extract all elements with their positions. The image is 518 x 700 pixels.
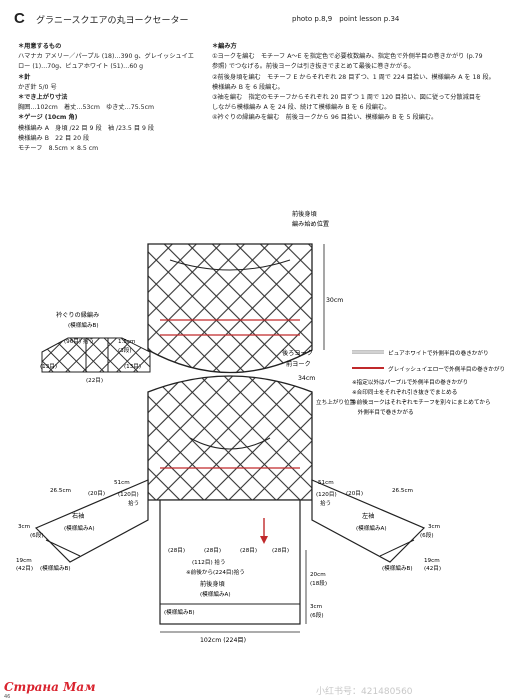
instruction-line: 参照) でつなげる。前後ヨークは引き抜きでまとめて最後に巻きかがる。 xyxy=(212,63,415,71)
collar-height: 1.5cm xyxy=(118,339,135,345)
gauge-line: 模様編み A 身頃 /22 目 9 段 袖 /23.5 目 9 段 xyxy=(18,124,155,132)
body-count-28: (28目) xyxy=(204,547,221,554)
left-sleeve-label: 左袖 xyxy=(362,512,374,520)
sleeve-start-label: 立ち上がり位置 xyxy=(316,398,356,406)
note-line: ※指定以外はパープルで外側半目の巻きかがり xyxy=(352,378,468,386)
body-pick-total: ※前後から(224目)拾う xyxy=(186,568,245,576)
needle-heading: ＊針 xyxy=(18,73,31,81)
left-sleeve-cuff: 3cm xyxy=(428,524,440,530)
left-sleeve-cuff-width: 19cm xyxy=(424,558,440,564)
watermark: 小红书号：421480560 xyxy=(316,687,413,697)
yoke-height-label: 30cm xyxy=(326,297,343,304)
back-yoke xyxy=(147,243,313,374)
dimension-lines xyxy=(160,244,325,633)
body-count-112: (112目) 拾う xyxy=(192,558,226,566)
right-sleeve-length: 26.5cm xyxy=(50,488,71,494)
yarn-line: ハマナカ アメリー／パープル (18)…390 g、グレイッシュイエ xyxy=(18,53,194,61)
left-sleeve xyxy=(311,479,426,563)
collar-rows: (3段) xyxy=(118,346,132,354)
instructions-block: ＊編み方 ①ヨークを編む モチーフ A～E を指定色で必要枚数編み、指定色で外側… xyxy=(212,42,495,124)
note-line: ※合印同士をそれぞれ引き抜きでまとめる xyxy=(352,388,457,396)
right-sleeve-pick: 拾う xyxy=(128,499,139,507)
left-sleeve-pattern-b: (模様編みB) xyxy=(382,564,413,572)
gauge-line: 模様編み B 22 目 20 段 xyxy=(18,134,90,142)
body-panel xyxy=(159,499,301,625)
start-label: 前後身頃 xyxy=(292,210,318,218)
left-sleeve-cuff-rows: (6段) xyxy=(420,531,434,539)
right-sleeve-cuff-rows: (6段) xyxy=(30,531,44,539)
collar-side-mid: (22目) xyxy=(86,377,103,384)
left-sleeve-pattern-a: (模様編みA) xyxy=(356,524,387,532)
collar-edging xyxy=(41,337,151,373)
collar-title: 衿ぐりの縁編み xyxy=(56,311,99,319)
body-pattern-b: (模様編みB) xyxy=(164,608,195,616)
front-yoke xyxy=(147,375,313,501)
right-sleeve-20: (20目) xyxy=(88,490,105,497)
right-sleeve xyxy=(34,479,149,563)
instruction-line: ④衿ぐりの縁編みを編む 前後ヨークから 96 目拾い、模様編み B を 5 段編… xyxy=(212,114,438,122)
instruction-line: ②前後身頃を編む モチーフ E からそれぞれ 28 目ずつ、1 周で 224 目… xyxy=(212,73,495,81)
construction-diagram: 前後身頃 編み始め位置 30cm 後ろヨーク 前ヨーク 34cm 立ち上がり位置… xyxy=(16,210,505,644)
right-sleeve-upper: 51cm xyxy=(114,480,130,486)
right-sleeve-upper-count: (120目) xyxy=(118,491,139,498)
right-sleeve-pattern-a: (模様編みA) xyxy=(64,524,95,532)
front-yoke-label: 前ヨーク xyxy=(286,360,311,368)
right-sleeve-cuff: 3cm xyxy=(18,524,30,530)
collar-side-left: (13目) xyxy=(40,363,57,370)
body-count-28: (28目) xyxy=(168,547,185,554)
body-height: 20cm xyxy=(310,572,326,578)
body-hem-rows: (6段) xyxy=(310,611,324,619)
body-count-28: (28目) xyxy=(272,547,289,554)
right-sleeve-label: 右袖 xyxy=(72,512,84,520)
instruction-line: ①ヨークを編む モチーフ A～E を指定色で必要枚数編み、指定色で外側半目の巻き… xyxy=(212,53,483,61)
gauge-line: モチーフ 8.5cm × 8.5 cm xyxy=(18,145,99,153)
left-sleeve-upper-count: (120目) xyxy=(316,491,337,498)
body-count-28: (28目) xyxy=(240,547,257,554)
yarn-line: ロー (1)…70g、ピュアホワイト (51)…60 g xyxy=(18,63,144,71)
left-sleeve-cuff-count: (42目) xyxy=(424,565,441,572)
right-sleeve-pattern-b: (模様編みB) xyxy=(40,564,71,572)
instruction-line: 模様編み B を 6 段編む。 xyxy=(212,83,284,91)
left-sleeve-length: 26.5cm xyxy=(392,488,413,494)
body-hem: 3cm xyxy=(310,604,322,610)
right-sleeve-cuff-width: 19cm xyxy=(16,558,32,564)
photo-reference: photo p.8,9 point lesson p.34 xyxy=(292,15,400,23)
site-logo: Страна Мам xyxy=(4,680,96,694)
legend-yellow: グレイッシュイエローで外側半目の巻きかがり xyxy=(388,365,505,373)
collar-side-right: (13目) xyxy=(124,363,141,370)
body-width: 102cm (224目) xyxy=(200,637,246,644)
body-pattern-a: (模様編みA) xyxy=(200,590,231,598)
back-yoke-label: 後ろヨーク xyxy=(282,349,313,357)
note-line: 外側半目で巻きかがる xyxy=(352,408,414,416)
instruction-line: ③袖を編む 指定のモチーフからそれぞれ 20 目ずつ 1 周で 120 目拾い、… xyxy=(212,94,482,102)
neck-depth-label: 34cm xyxy=(298,375,315,382)
size-heading: ＊でき上がり寸法 xyxy=(18,94,68,102)
right-sleeve-cuff-count: (42目) xyxy=(16,565,33,572)
needle-text: かぎ針 5/0 号 xyxy=(18,83,57,91)
materials-block: ＊用意するもの ハマナカ アメリー／パープル (18)…390 g、グレイッシュ… xyxy=(18,42,194,154)
collar-count: (96目) 拾う xyxy=(64,337,94,345)
page-letter: C xyxy=(14,10,25,27)
legend-swatches xyxy=(352,350,384,369)
start-label-2: 編み始め位置 xyxy=(292,220,329,228)
left-sleeve-pick: 拾う xyxy=(320,499,331,507)
left-sleeve-upper: 51cm xyxy=(318,480,334,486)
legend-white: ピュアホワイトで外側半目の巻きかがり xyxy=(388,349,489,357)
materials-heading: ＊用意するもの xyxy=(18,43,62,50)
collar-pattern: (模様編みB) xyxy=(68,321,99,329)
instruction-line: しながら模様編み A を 24 段、続けて模様編み B を 6 段編む。 xyxy=(212,104,391,112)
instructions-heading: ＊編み方 xyxy=(212,43,237,50)
page-title: グラニースクエアの丸ヨークセーター xyxy=(36,16,189,26)
left-sleeve-20: (20目) xyxy=(346,490,363,497)
gauge-heading: ＊ゲージ (10cm 角) xyxy=(18,114,78,122)
note-line: ※前後ヨークはそれぞれモチーフを別々にまとめてから xyxy=(352,398,491,406)
page-number: 46 xyxy=(4,694,11,700)
body-title: 前後身頃 xyxy=(200,580,226,588)
size-text: 胸囲…102cm 着丈…53cm ゆき丈…75.5cm xyxy=(18,104,154,112)
body-rows: (18段) xyxy=(310,579,327,587)
